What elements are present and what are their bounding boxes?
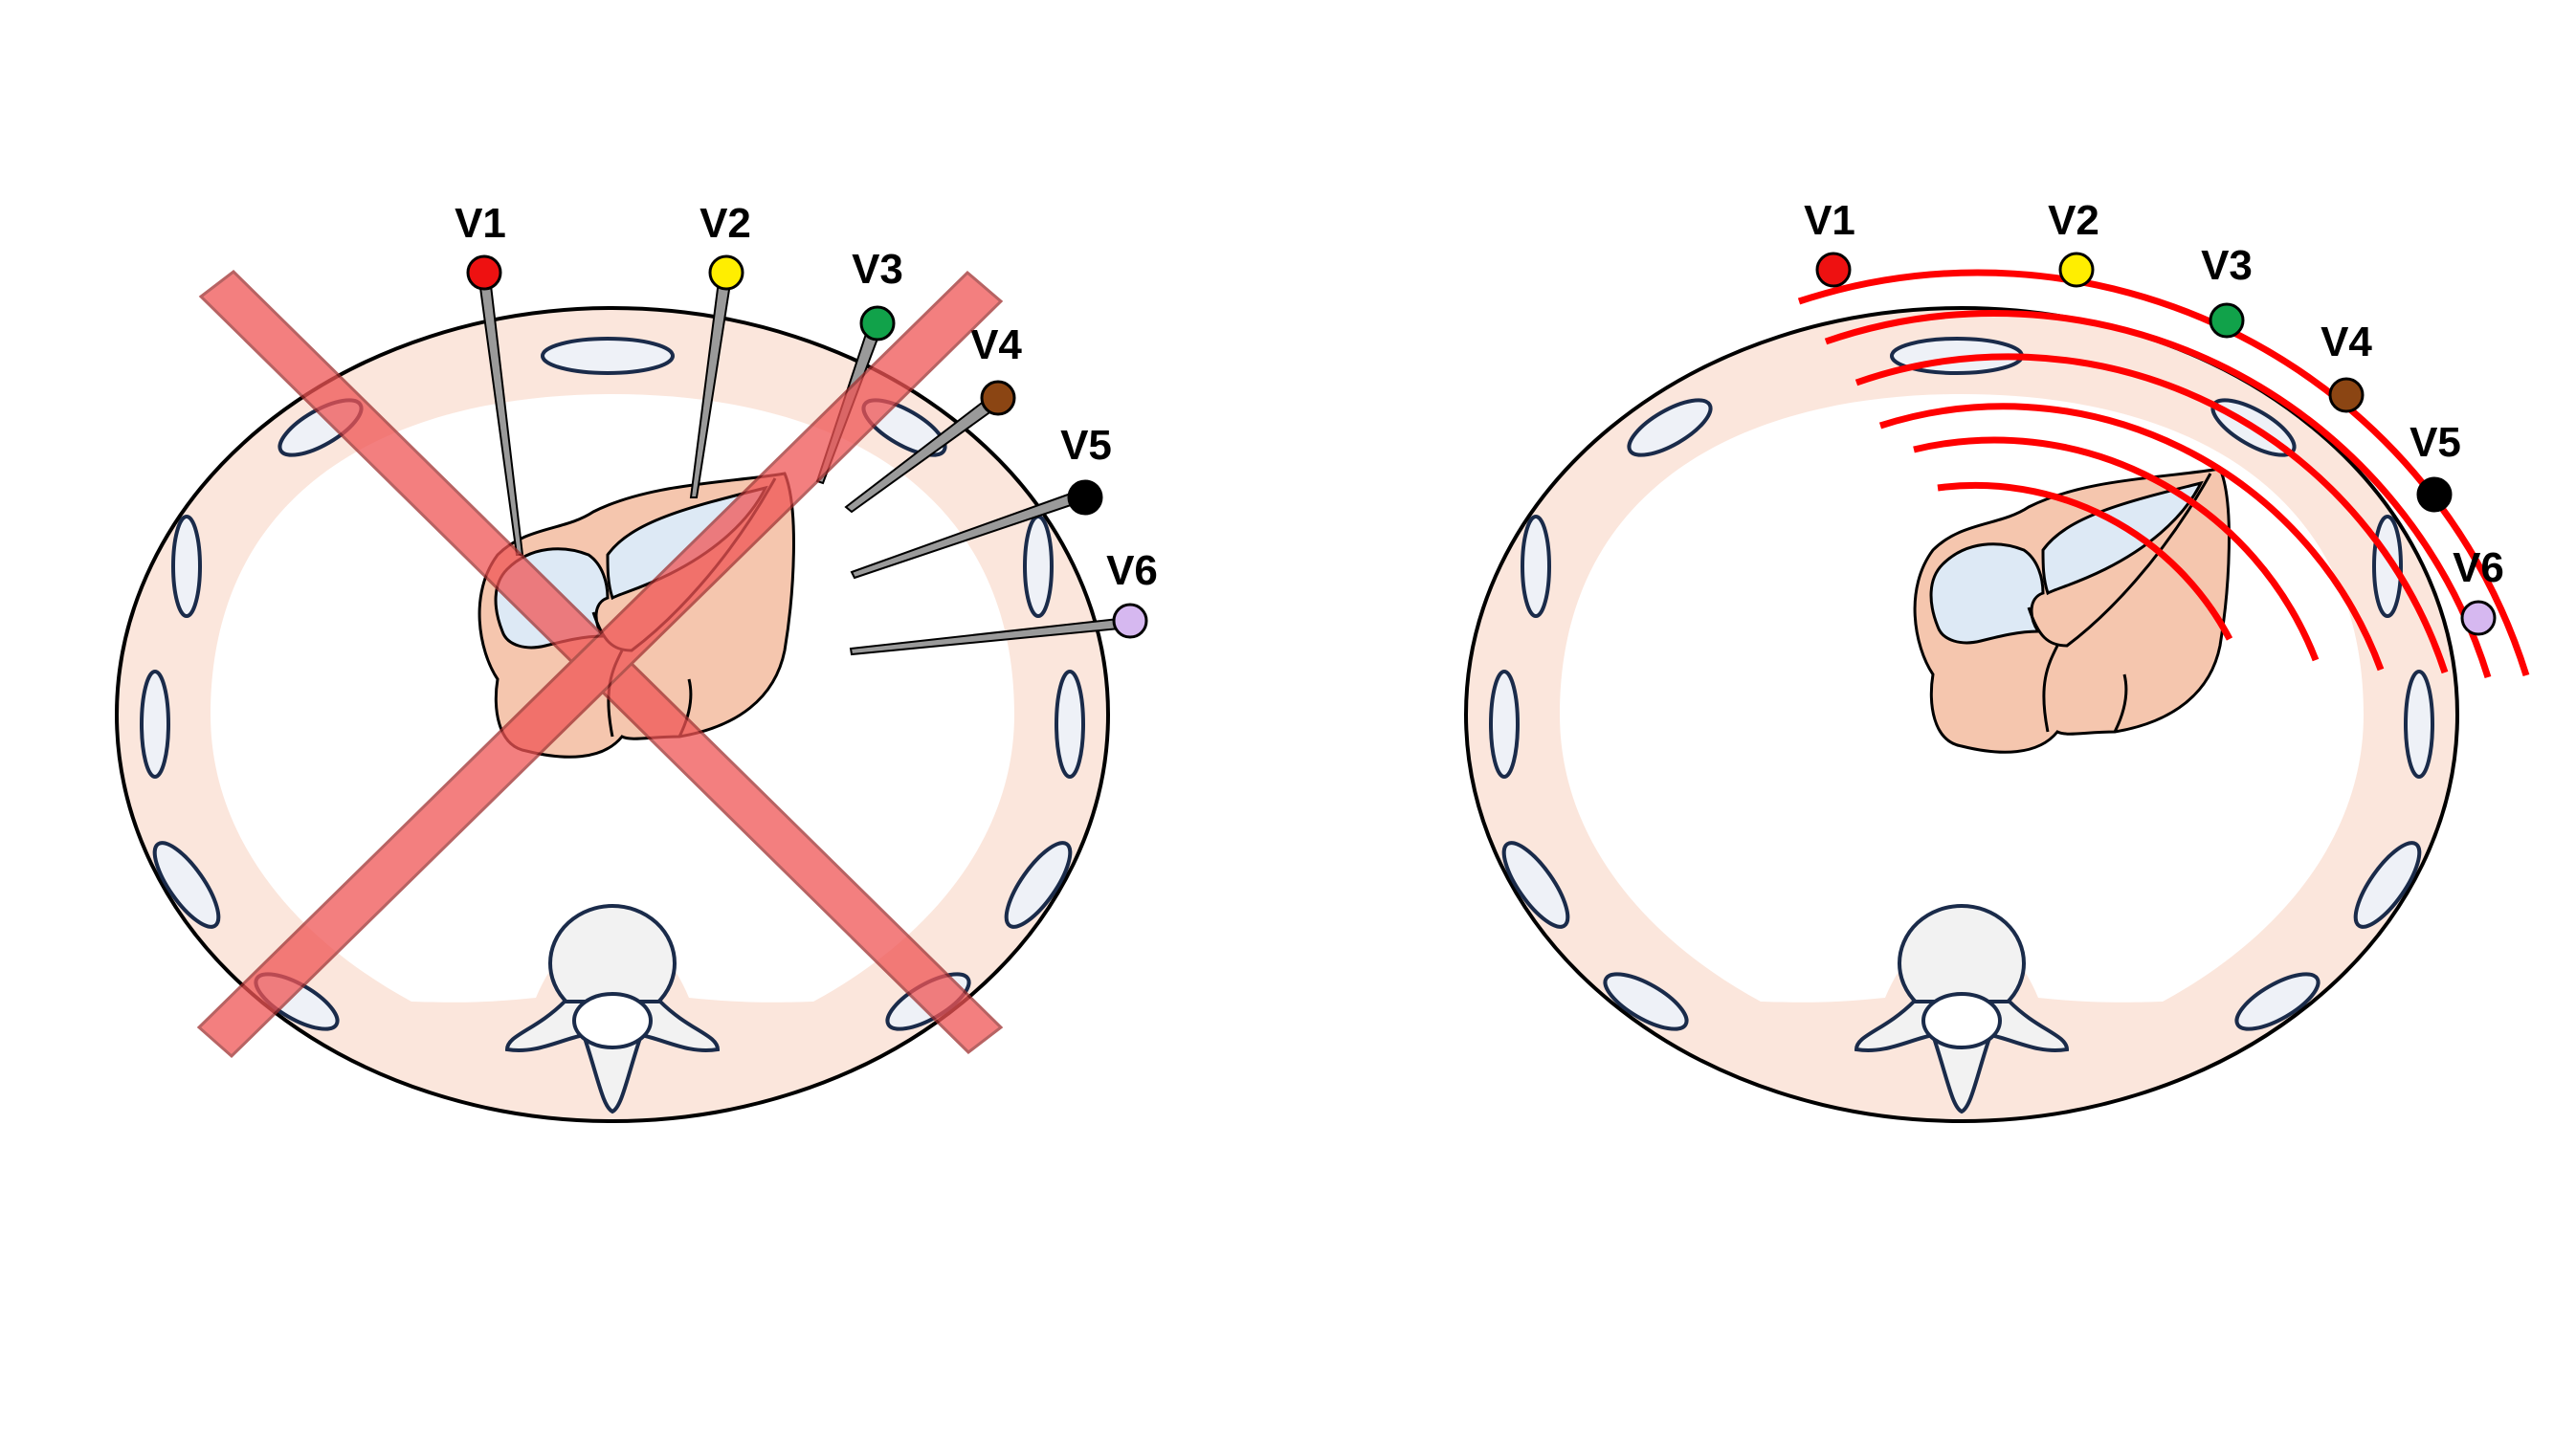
- panel-left: V1 V2 V3 V4 V5 V6: [115, 200, 1158, 1123]
- lead-v2-electrode: [2058, 252, 2095, 288]
- lead-v5-label: V5: [2409, 419, 2461, 466]
- lead-v3-electrode: [859, 305, 896, 342]
- lead-v5-electrode: [1067, 479, 1103, 516]
- lead-v2-label: V2: [2048, 197, 2099, 244]
- cross-bar-2: [196, 270, 1004, 1059]
- lead-v1-label: V1: [1804, 197, 1855, 244]
- lead-v5-label: V5: [1060, 422, 1112, 469]
- lead-v4-electrode: [980, 380, 1016, 416]
- wave-arc-2: [1913, 436, 2320, 662]
- lead-v4: V4: [2321, 319, 2372, 413]
- lead-v2: V2: [2048, 197, 2099, 288]
- lead-v6-label: V6: [2453, 544, 2504, 591]
- lead-v6-electrode: [2460, 600, 2497, 636]
- lead-v4-electrode: [2328, 377, 2365, 413]
- lead-v5: V5: [1060, 422, 1112, 516]
- lead-v1-label: V1: [455, 200, 506, 247]
- lead-v3: V3: [852, 246, 903, 342]
- lead-v6: V6: [2453, 544, 2504, 636]
- lead-v5-electrode: [2416, 476, 2453, 513]
- lead-v6-label: V6: [1106, 547, 1158, 594]
- lead-v6: V6: [1106, 547, 1158, 639]
- lead-v1: V1: [1804, 197, 1855, 288]
- wave-arc-4: [1854, 353, 2449, 674]
- lead-v4-label: V4: [970, 321, 1022, 368]
- lead-v2-electrode: [708, 254, 744, 291]
- lead-v6-electrode: [1112, 603, 1148, 639]
- lead-v2-label: V2: [700, 200, 751, 247]
- wave-arc-6: [1797, 269, 2530, 677]
- lead-v1-electrode: [466, 254, 502, 291]
- lead-v1: V1: [455, 200, 506, 291]
- panel-right: V1 V2 V3 V4 V5 V6: [1464, 197, 2530, 1123]
- leads-right: V1 V2 V3 V4 V5 V6: [1804, 197, 2504, 636]
- wave-arc-5: [1824, 310, 2492, 679]
- leads-left: V1 V2 V3 V4 V5 V6: [455, 200, 1158, 639]
- lead-v3: V3: [2201, 242, 2253, 339]
- crossed-out-mark: [196, 270, 1004, 1059]
- lead-v5: V5: [2409, 419, 2461, 513]
- wave-arc-3: [1878, 403, 2385, 672]
- electrical-wave-arcs: [1797, 269, 2530, 679]
- lead-v4-label: V4: [2321, 319, 2372, 365]
- lead-v4: V4: [970, 321, 1022, 416]
- lead-v1-electrode: [1815, 252, 1852, 288]
- lead-v2: V2: [700, 200, 751, 291]
- lead-v3-label: V3: [2201, 242, 2253, 289]
- lead-v3-label: V3: [852, 246, 903, 293]
- wave-arc-1: [1937, 481, 2233, 641]
- lead-v3-electrode: [2209, 302, 2245, 339]
